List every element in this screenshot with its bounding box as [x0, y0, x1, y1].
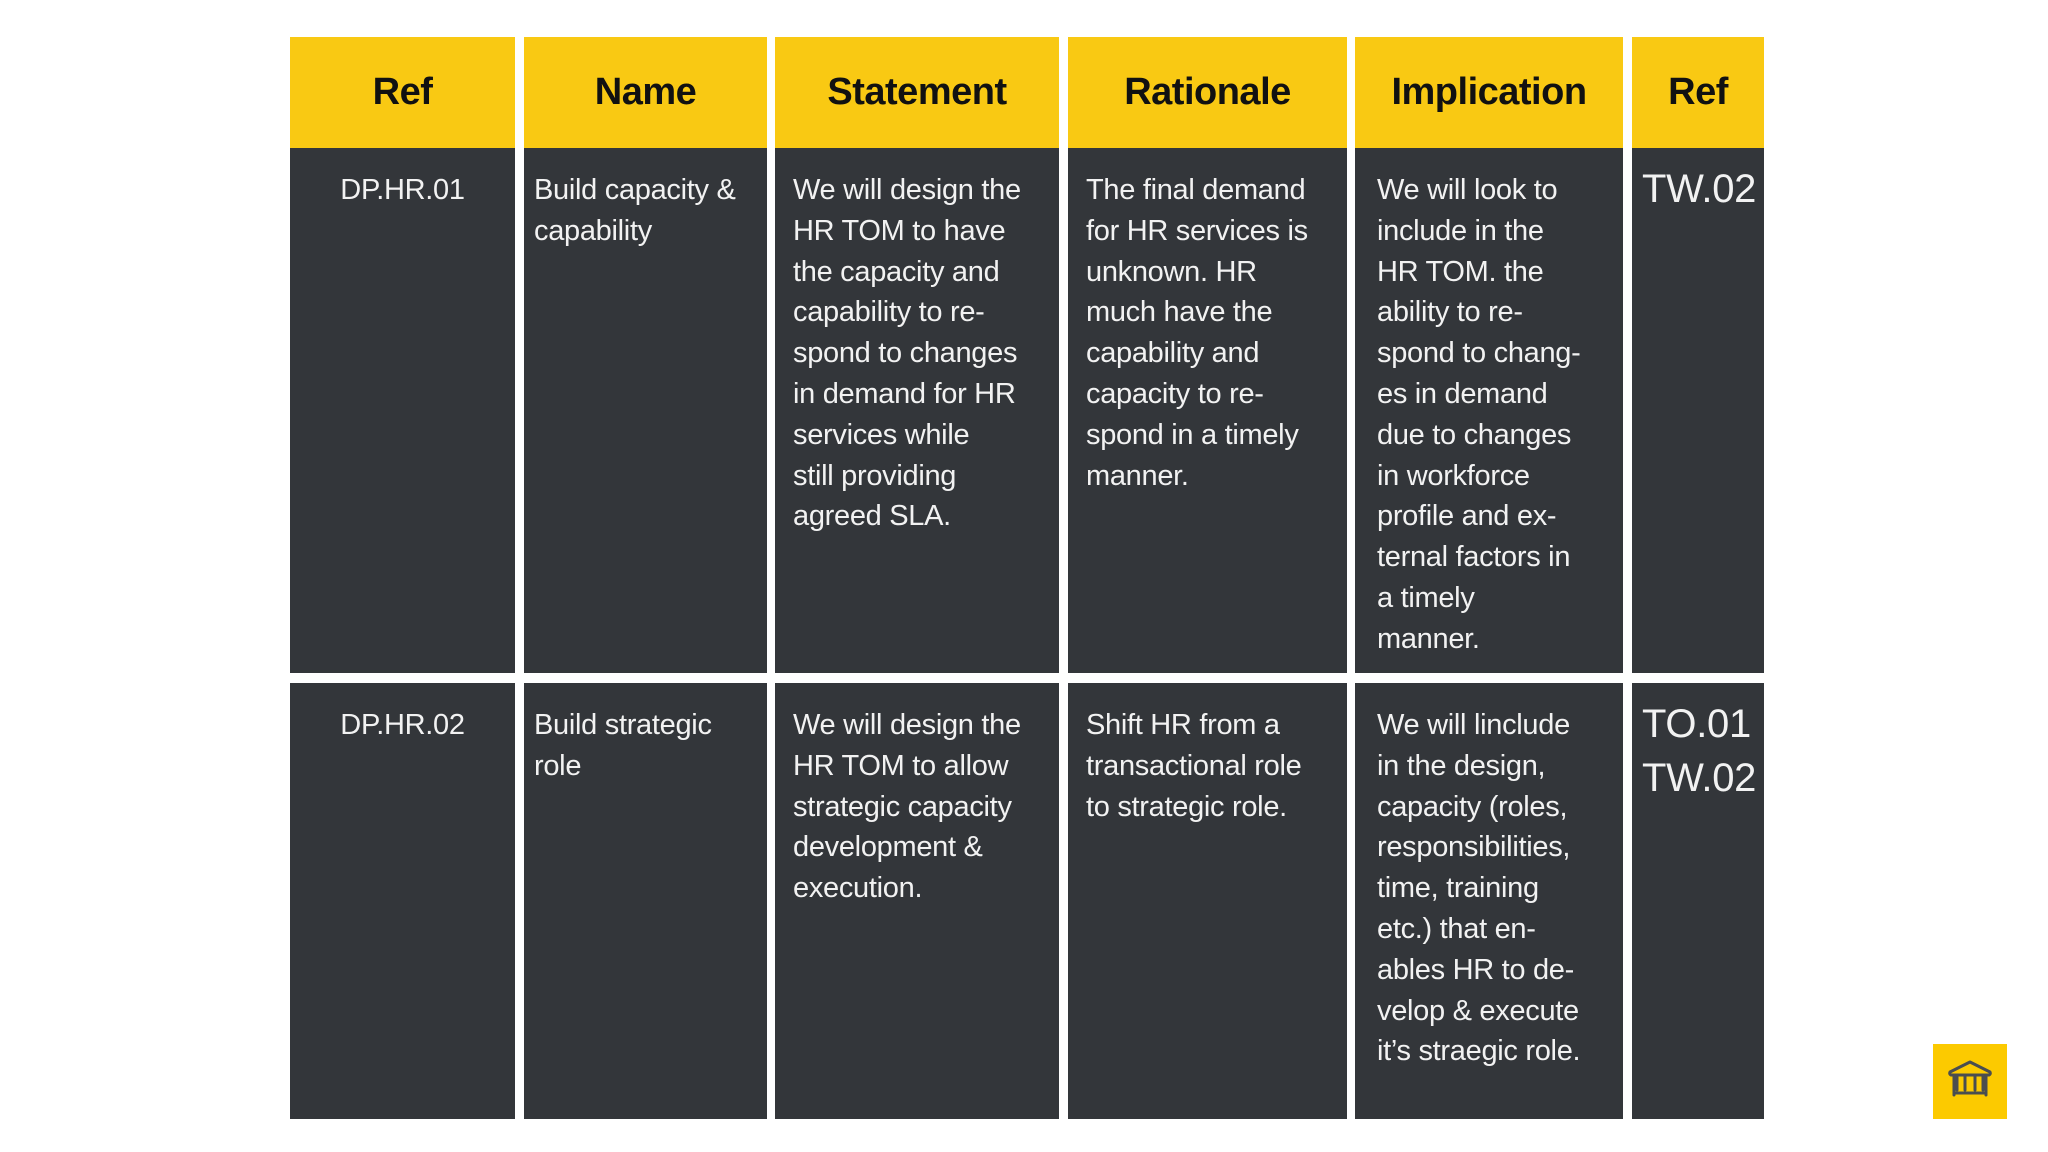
row2-statement: We will design the HR TOM to allow strat… [793, 709, 1021, 905]
row1-name: Build capacity & capability [534, 174, 736, 247]
header-implication-label: Implication [1391, 71, 1587, 113]
row1-implication-cell: We will look to include in the HR TOM. t… [1355, 148, 1623, 673]
header-ref-links: Ref [1632, 37, 1764, 148]
row1-rationale-cell: The final demand for HR services is unkn… [1068, 148, 1347, 673]
row1-ref: DP.HR.01 [340, 174, 465, 206]
row1-statement-cell: We will design the HR TOM to have the ca… [775, 148, 1059, 673]
row1-refs: TW.02 [1642, 167, 1757, 211]
header-ref-label: Ref [372, 71, 433, 113]
row1-statement: We will design the HR TOM to have the ca… [793, 174, 1021, 533]
header-name: Name [524, 37, 767, 148]
header-statement-label: Statement [827, 71, 1007, 113]
row1-implication: We will look to include in the HR TOM. t… [1377, 174, 1581, 655]
row2-implication: We will linclude in the design, capacity… [1377, 709, 1581, 1068]
header-ref-links-label: Ref [1668, 71, 1728, 113]
row2-implication-cell: We will linclude in the design, capacity… [1355, 683, 1623, 1119]
row2-refs: TO.01 TW.02 [1642, 702, 1757, 800]
row2-refs-cell: TO.01 TW.02 [1632, 683, 1764, 1119]
row2-name: Build strategic role [534, 709, 712, 782]
header-rationale: Rationale [1068, 37, 1347, 148]
row2-rationale: Shift HR from a transactional role to st… [1086, 709, 1302, 823]
header-statement: Statement [775, 37, 1059, 148]
header-name-label: Name [594, 71, 697, 113]
row2-ref: DP.HR.02 [340, 709, 465, 741]
header-ref: Ref [290, 37, 515, 148]
row2-statement-cell: We will design the HR TOM to allow strat… [775, 683, 1059, 1119]
row2-rationale-cell: Shift HR from a transactional role to st… [1068, 683, 1347, 1119]
header-implication: Implication [1355, 37, 1623, 148]
row1-rationale: The final demand for HR services is unkn… [1086, 174, 1308, 492]
row1-ref-cell: DP.HR.01 [290, 148, 515, 673]
row2-ref-cell: DP.HR.02 [290, 683, 515, 1119]
row2-name-cell: Build strategic role [524, 683, 767, 1119]
row1-name-cell: Build capacity & capability [524, 148, 767, 673]
home-button[interactable] [1933, 1044, 2007, 1119]
institution-building-icon [1947, 1059, 1993, 1104]
header-rationale-label: Rationale [1124, 71, 1291, 113]
row1-refs-cell: TW.02 [1632, 148, 1764, 673]
